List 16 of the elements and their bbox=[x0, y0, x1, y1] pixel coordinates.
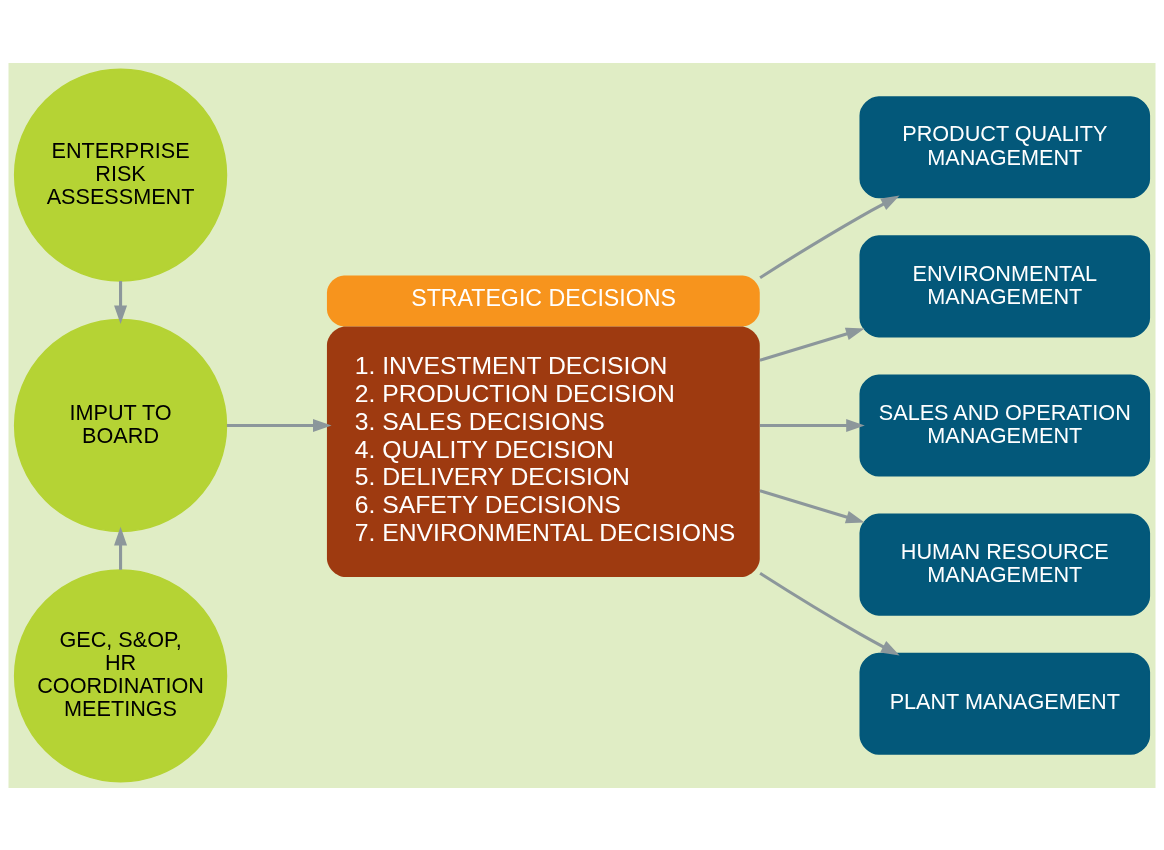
node-box: HUMAN RESOURCE MANAGEMENT bbox=[859, 513, 1151, 616]
node-box: PLANT MANAGEMENT bbox=[859, 652, 1151, 755]
arrow bbox=[114, 526, 128, 570]
arrow bbox=[759, 488, 865, 523]
node-box: PRODUCT QUALITY MANAGEMENT bbox=[859, 95, 1151, 198]
node-box: SALES AND OPERATION MANAGEMENT bbox=[859, 374, 1151, 476]
node-circle: IMPUT TO BOARD bbox=[13, 318, 228, 532]
node-circle: GEC, S&OP, HR COORDINATION MEETINGS bbox=[13, 568, 228, 783]
arrow bbox=[114, 280, 128, 324]
node-box: ENVIRONMENTAL MANAGEMENT bbox=[859, 234, 1151, 337]
arrow bbox=[759, 571, 900, 655]
node-circle: ENTERPRISE RISK ASSESSMENT bbox=[13, 67, 228, 282]
arrow bbox=[759, 195, 900, 279]
arrow bbox=[759, 327, 865, 362]
arrow bbox=[226, 418, 332, 432]
arrow bbox=[759, 418, 865, 432]
